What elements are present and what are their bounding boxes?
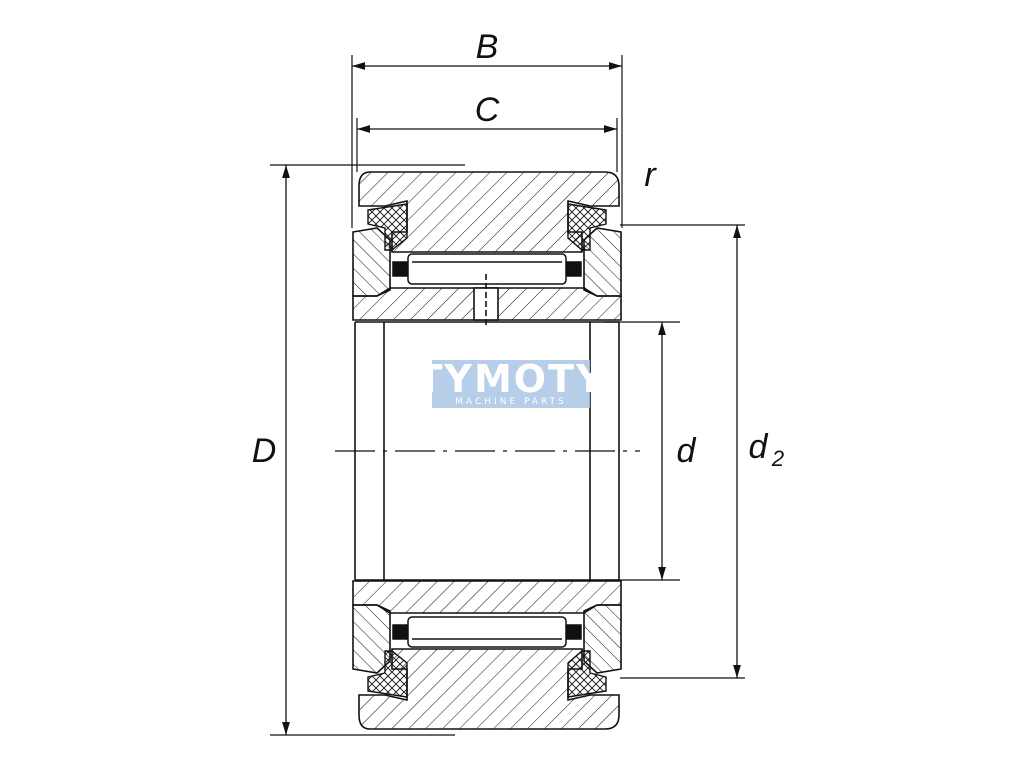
- rollers: [392, 253, 582, 648]
- label-d2-subscript: 2: [771, 446, 784, 471]
- watermark: TYMOTY MACHINE PARTS: [417, 357, 606, 408]
- watermark-subtitle: MACHINE PARTS: [455, 397, 567, 407]
- dimension-lines: [282, 62, 741, 735]
- label-D: D: [252, 432, 277, 470]
- outer-ring-bottom: [358, 648, 620, 730]
- label-B: B: [476, 28, 499, 66]
- label-C: C: [475, 91, 500, 129]
- inner-ring-top: [352, 274, 622, 328]
- outer-ring-top: [358, 171, 620, 253]
- dimension-labels: B C r D d d 2: [252, 28, 784, 471]
- label-d2: d: [749, 428, 769, 466]
- inner-ring-bottom: [352, 580, 622, 614]
- extension-lines: [270, 55, 745, 736]
- label-r: r: [644, 156, 657, 194]
- side-washers: [352, 227, 622, 674]
- label-d: d: [677, 432, 697, 470]
- watermark-title: TYMOTY: [417, 357, 606, 401]
